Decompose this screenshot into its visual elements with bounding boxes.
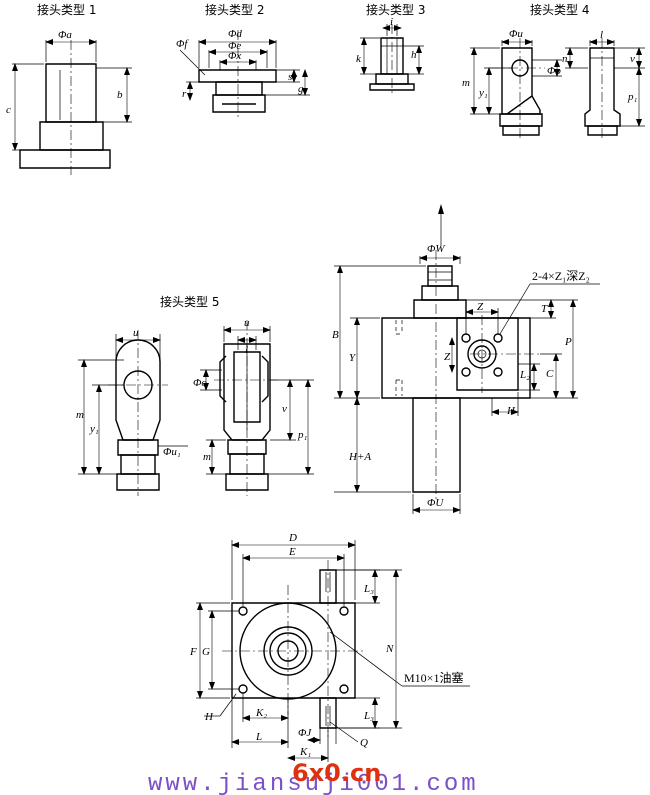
joint-type-2-title: 接头类型 2: [205, 2, 264, 17]
label-oil-plug: M10×1油塞: [404, 670, 463, 685]
label-g: g: [298, 83, 304, 95]
joint-type-1-title: 接头类型 1: [37, 2, 96, 17]
joint-type-4-title: 接头类型 4: [530, 2, 589, 17]
label-H-A: H+A: [348, 451, 371, 463]
watermark-url: www.jiansuji001.com: [148, 771, 479, 795]
label-phi-d: Φd: [228, 28, 242, 40]
label-G: G: [202, 646, 210, 658]
label-Z-top: Z: [477, 301, 484, 313]
label-phi-f: Φf: [176, 38, 189, 50]
label-K2: K₂: [255, 707, 267, 719]
label-c: c: [6, 104, 11, 116]
label-D: D: [288, 532, 297, 544]
label-m-5a: m: [76, 409, 84, 421]
label-r: r: [182, 88, 187, 100]
main-front-view: ΦW B Y H+A ΦU 2-4×Z₁深Z₂ Z Z T: [332, 204, 600, 514]
label-u-5b: u: [244, 317, 250, 329]
label-bolt-holes: 2-4×Z₁深Z₂: [532, 269, 590, 283]
label-phi-u1: Φu₁: [163, 446, 181, 458]
label-phi-U: ΦU: [427, 497, 444, 509]
label-m-5b: m: [203, 451, 211, 463]
joint-type-4: 接头类型 4 Φu m y₁ Φo l n: [462, 2, 645, 140]
joint-type-5: 接头类型 5 u m y₁ Φu₁ u: [76, 294, 314, 496]
joint-type-1: 接头类型 1 Φa b c: [6, 2, 132, 175]
label-s: s: [288, 71, 292, 83]
label-n: n: [562, 53, 568, 65]
label-y1-4: y₁: [478, 87, 488, 99]
label-Q: Q: [360, 737, 368, 749]
label-F: F: [189, 646, 197, 658]
joint-type-3: 接头类型 3 i k h: [356, 2, 425, 96]
label-Z-side: Z: [444, 351, 451, 363]
label-l-5: l: [245, 344, 248, 356]
label-phi-J: ΦJ: [298, 727, 312, 739]
label-p1-4: p₁: [627, 91, 638, 103]
label-v-5: v: [282, 403, 287, 415]
label-y1-5: y₁: [89, 423, 99, 435]
label-m-4: m: [462, 77, 470, 89]
label-u-5a: u: [133, 327, 139, 339]
main-plan-view: D E L₃ F G N M10×1油塞 L₃: [189, 532, 470, 762]
label-E: E: [288, 546, 296, 558]
joint-type-3-title: 接头类型 3: [366, 2, 425, 17]
label-H-side: H: [506, 405, 516, 417]
label-H-bottom: H: [204, 711, 214, 723]
label-l-4: l: [600, 29, 603, 41]
label-phi-x: Φx: [228, 50, 241, 62]
label-h: h: [411, 49, 417, 61]
label-N: N: [385, 643, 394, 655]
label-phi-a: Φa: [58, 29, 72, 41]
label-B: B: [332, 329, 339, 341]
joint-type-5-title: 接头类型 5: [160, 294, 219, 309]
label-T: T: [541, 303, 548, 315]
watermark: www.jiansuji001.com 6x0.cn: [148, 759, 479, 795]
label-i: i: [390, 16, 393, 28]
label-L2: L₂: [519, 369, 530, 381]
label-phi-e: Φe: [228, 40, 241, 52]
label-phi-W: ΦW: [427, 243, 445, 255]
watermark-brand: 6x0.cn: [292, 759, 381, 787]
joint-type-2: 接头类型 2 Φd Φe Φx Φf r s g: [176, 2, 310, 118]
label-p1-5: p₁: [297, 429, 308, 441]
label-v-4: v: [630, 53, 635, 65]
label-phi-u-4: Φu: [509, 28, 523, 40]
label-C: C: [546, 368, 554, 380]
label-L3-bottom: L₃: [363, 710, 374, 722]
label-L3-top: L₃: [363, 583, 374, 595]
label-k: k: [356, 53, 362, 65]
label-b: b: [117, 89, 123, 101]
label-Y: Y: [349, 352, 357, 364]
label-P: P: [564, 336, 572, 348]
label-L: L: [255, 731, 262, 743]
label-K1: K₁: [299, 746, 311, 758]
label-phi-o-5: Φo: [193, 377, 207, 389]
label-phi-o-4: Φo: [547, 65, 561, 77]
